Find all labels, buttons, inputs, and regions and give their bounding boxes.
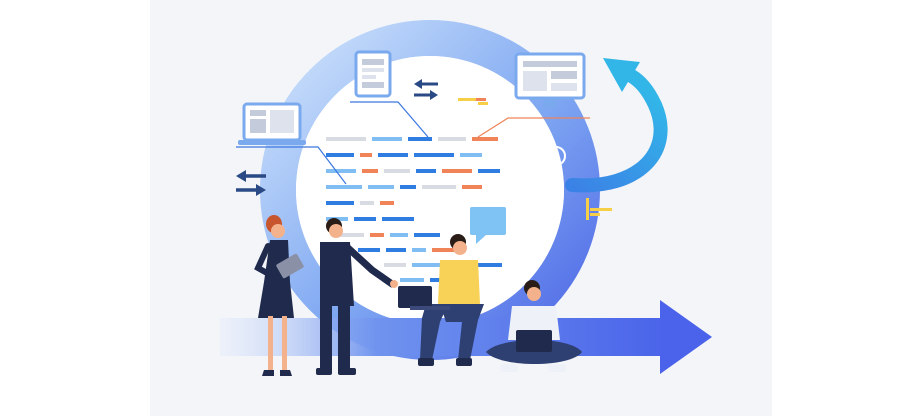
yellow-accents: [458, 98, 612, 220]
transfer-arrows-icon: [414, 79, 438, 100]
lightbulb-icon: [546, 146, 566, 172]
man-cross-legged-with-laptop: [486, 280, 582, 372]
laptop-icon: [238, 102, 306, 145]
orange-accent: [476, 98, 486, 101]
tablet-icon: [354, 50, 392, 98]
connector-lines: [236, 101, 590, 185]
transfer-arrows-icon: [236, 170, 266, 196]
cycle-arrow-icon: [565, 58, 668, 193]
monitor-icon: [514, 52, 586, 108]
woman-with-tablet: [254, 215, 304, 376]
progress-arrow: [220, 300, 712, 374]
chat-bubble-icon: [470, 207, 506, 244]
man-with-laptop-sitting: [398, 234, 484, 366]
man-pointing: [316, 218, 398, 375]
